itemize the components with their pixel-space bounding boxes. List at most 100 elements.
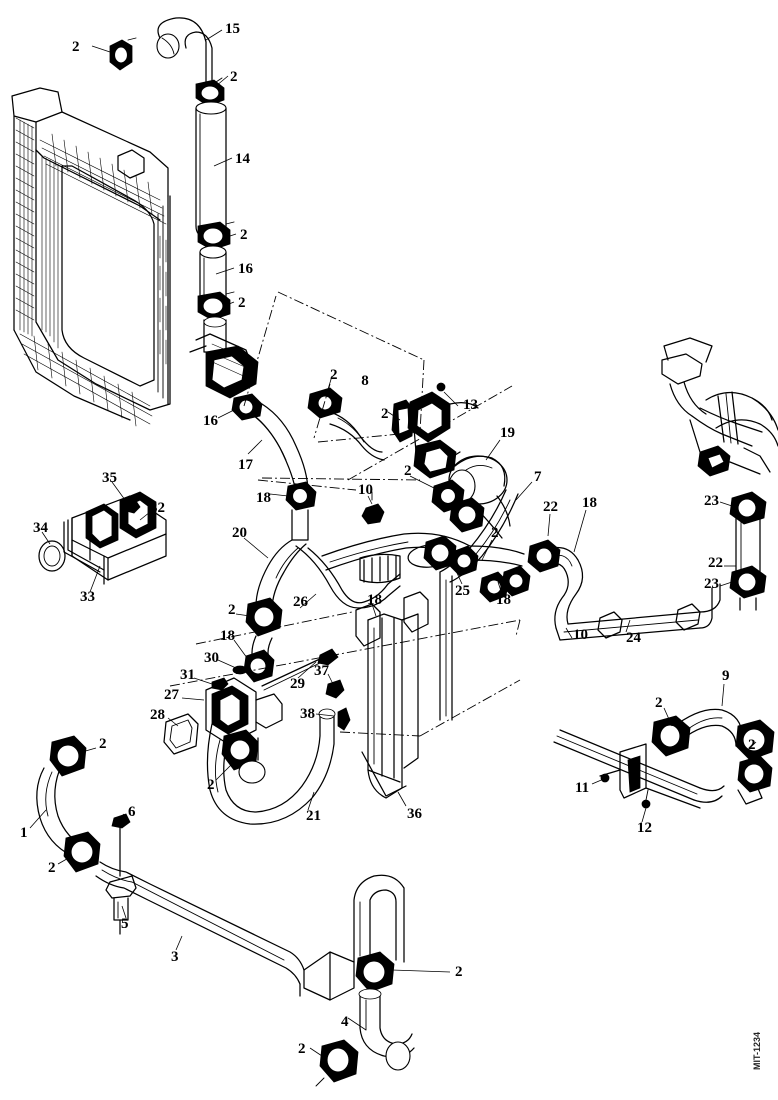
callout-28: 28 [150, 707, 165, 723]
clamp-glyph [729, 565, 767, 599]
clamp-glyph [109, 37, 137, 71]
callout-2: 2 [207, 777, 215, 793]
callout-2: 2 [99, 736, 107, 752]
callout-14: 14 [235, 151, 250, 167]
radiator-assembly [11, 87, 171, 427]
callout-18: 18 [220, 628, 235, 644]
callout-36: 36 [407, 806, 422, 822]
callout-11: 11 [575, 780, 590, 796]
callout-23: 23 [704, 576, 719, 592]
callout-26: 26 [293, 594, 308, 610]
callout-2: 2 [748, 737, 756, 753]
callout-15: 15 [225, 21, 240, 37]
callout-12: 12 [637, 820, 652, 836]
clamp-glyph [285, 481, 317, 511]
callout-38: 38 [300, 706, 315, 722]
clamp-glyph [729, 491, 767, 525]
part-1-inlet-hose [36, 735, 101, 873]
clamp-glyph [243, 649, 275, 683]
clamp-glyph [501, 565, 531, 597]
part-8-vent-hose [307, 387, 415, 461]
clamp-glyph [391, 399, 415, 443]
callout-7: 7 [534, 469, 542, 485]
water-inlet-housing-casting [189, 333, 259, 399]
clamp-glyph [197, 221, 235, 251]
callout-17: 17 [238, 457, 253, 473]
callout-18: 18 [367, 592, 382, 608]
clamp-glyph [63, 831, 101, 873]
callout-leader-lines [29, 29, 757, 1057]
callout-18: 18 [582, 495, 597, 511]
callout-10: 10 [573, 627, 588, 643]
callout-3: 3 [171, 949, 179, 965]
callout-16: 16 [238, 261, 253, 277]
clamp-glyph [195, 77, 225, 107]
callout-2: 2 [298, 1041, 306, 1057]
callout-9: 9 [722, 668, 730, 684]
callout-2: 2 [655, 695, 663, 711]
callout-19: 19 [500, 425, 515, 441]
callout-24: 24 [626, 630, 641, 646]
callout-2: 2 [238, 295, 246, 311]
center-hose-cluster [295, 479, 531, 647]
part-15-upper-radiator-hose [109, 17, 225, 107]
part-22-heater-hose-right [527, 539, 721, 641]
callout-10: 10 [358, 482, 373, 498]
callout-21: 21 [306, 808, 321, 824]
clamp-glyph [735, 719, 775, 761]
part-22-23-vertical-hose [729, 491, 767, 611]
callout-37: 37 [314, 663, 329, 679]
bellows-25 [359, 553, 401, 584]
callout-2: 2 [404, 463, 412, 479]
clamp-glyph [245, 597, 283, 637]
callout-1: 1 [20, 825, 28, 841]
callout-2: 2 [455, 964, 463, 980]
callout-2: 2 [72, 39, 80, 55]
clamp-glyph [355, 951, 395, 993]
callout-25: 25 [455, 583, 470, 599]
part-20-water-inlet-hose [243, 539, 307, 683]
callout-29: 29 [290, 676, 305, 692]
callout-4: 4 [341, 1014, 349, 1030]
callout-18: 18 [496, 592, 511, 608]
clamp-glyph [449, 545, 479, 577]
sheet-watermark: MIT-1234 [752, 1032, 762, 1071]
callout-31: 31 [180, 667, 195, 683]
callout-34: 34 [33, 520, 48, 536]
callout-16: 16 [203, 413, 218, 429]
clamp-glyph [651, 715, 691, 757]
clamp-glyph [737, 755, 773, 793]
part-21-lower-hose [206, 708, 336, 825]
callout-30: 30 [204, 650, 219, 666]
callout-2: 2 [491, 525, 499, 541]
clamp-glyph [231, 393, 263, 421]
clamp-glyph [479, 571, 509, 603]
callout-22: 22 [708, 555, 723, 571]
exhaust-converter-assembly [661, 337, 778, 477]
callout-35: 35 [102, 470, 117, 486]
callout-2: 2 [230, 69, 238, 85]
clamp-glyph [527, 539, 561, 573]
clamp-glyph [449, 497, 485, 533]
part-11-12-bracket [553, 729, 725, 809]
callout-2: 2 [48, 860, 56, 876]
part-17-bypass-hose [231, 393, 317, 541]
callout-8: 8 [357, 373, 373, 387]
callout-2: 2 [240, 227, 248, 243]
fan-shroud-assembly [38, 491, 167, 585]
callout-27: 27 [164, 687, 179, 703]
callout-6: 6 [128, 804, 136, 820]
part-9-short-hose [651, 708, 775, 805]
part-3-long-water-pipe [95, 813, 405, 1001]
callout-5: 5 [121, 916, 129, 932]
clamp-glyph [221, 729, 259, 771]
clamp-glyph [315, 1039, 359, 1087]
part-4-outlet-hose [315, 951, 415, 1087]
callout-2: 2 [228, 602, 236, 618]
callout-2: 2 [381, 406, 389, 422]
callout-20: 20 [232, 525, 247, 541]
callout-18: 18 [256, 490, 271, 506]
callout-33: 33 [80, 589, 95, 605]
